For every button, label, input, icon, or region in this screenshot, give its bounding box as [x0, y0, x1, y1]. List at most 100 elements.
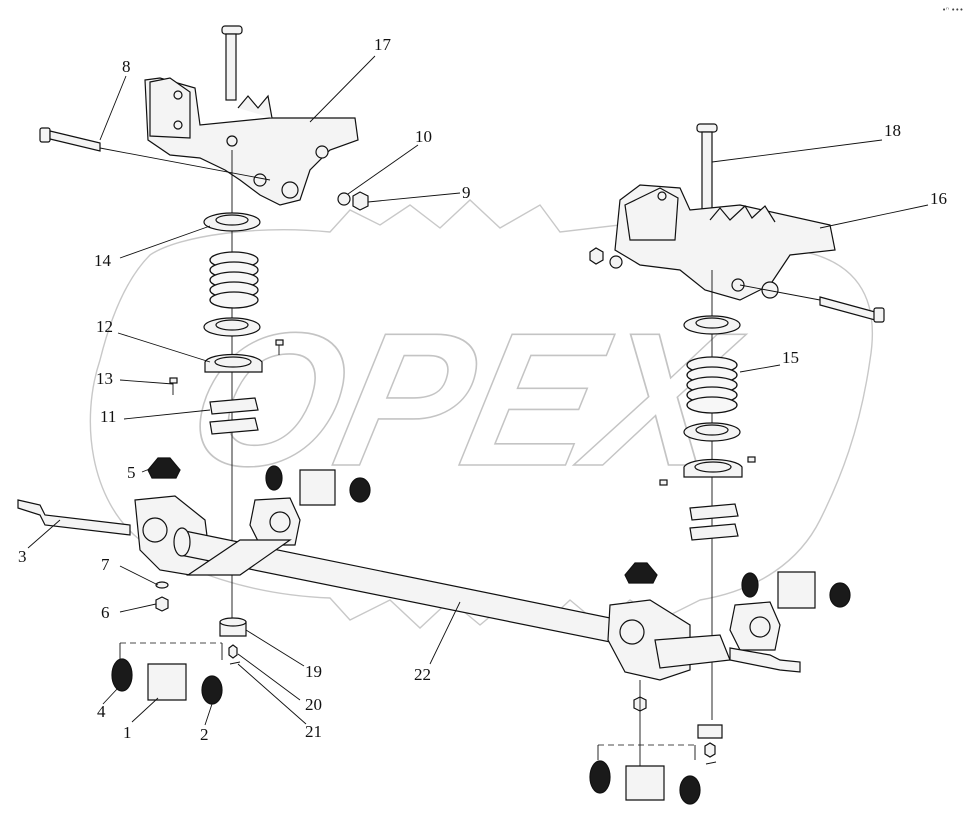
left-bracket-hole-3 — [226, 135, 238, 147]
left-nut — [352, 191, 369, 211]
callout-8: 8 — [122, 57, 131, 76]
left-lower-nut — [155, 596, 169, 612]
left-bracket-hole-1 — [173, 90, 183, 100]
right-washer — [609, 255, 623, 269]
left-spring-pad-inner — [214, 356, 252, 368]
left-bump-stop — [147, 457, 181, 479]
right-cotter-pin — [705, 761, 717, 765]
left-plate-lower — [209, 417, 259, 435]
right-upper-bushing-cap-1 — [741, 572, 759, 598]
right-bracket-plate — [624, 187, 679, 241]
callout-20: 20 — [305, 695, 322, 714]
left-upper-seat-inner — [215, 214, 249, 226]
callout-5: 5 — [127, 463, 136, 482]
callout-13: 13 — [96, 369, 113, 388]
left-plate-upper — [209, 397, 259, 415]
right-lower-seat-inner — [695, 424, 729, 436]
callout-6: 6 — [101, 603, 110, 622]
left-bolt-axis — [99, 147, 271, 181]
cross-beam-end-left — [173, 527, 191, 557]
right-nut — [589, 247, 604, 265]
left-cotter-pin — [229, 661, 241, 665]
right-plate-lower — [689, 523, 739, 541]
left-upper-bushing — [299, 469, 336, 506]
corner-mark: •ⁿ ••• — [942, 6, 964, 14]
right-upper-seat-inner — [695, 317, 729, 329]
callout-3: 3 — [18, 547, 27, 566]
left-coil-spring — [209, 251, 259, 309]
left-bracket-hole-6 — [315, 145, 329, 159]
left-washer — [337, 192, 351, 206]
right-top-pin-head — [696, 123, 718, 133]
right-bottom-bushing-cap-2 — [679, 775, 701, 805]
left-screw-left-head — [169, 377, 178, 384]
callout-10: 10 — [415, 127, 432, 146]
right-castle-nut — [704, 742, 716, 758]
left-long-bolt-shaft — [49, 130, 101, 152]
callout-7: 7 — [101, 555, 110, 574]
right-upper-bushing-cap-2 — [829, 582, 851, 608]
callout-16: 16 — [930, 189, 947, 208]
callout-2: 2 — [200, 725, 209, 744]
left-bracket-hole-2 — [173, 120, 183, 130]
callout-21: 21 — [305, 722, 322, 741]
callout-19: 19 — [305, 662, 322, 681]
callout-9: 9 — [462, 183, 471, 202]
callout-22: 22 — [414, 665, 431, 684]
left-castle-nut — [228, 644, 238, 659]
left-bracket-hole-5 — [281, 181, 299, 199]
left-bottom-bushing — [147, 663, 187, 701]
left-arm-socket-eye — [269, 511, 291, 533]
leader-lines — [27, 55, 929, 726]
cross-beam — [173, 527, 626, 646]
right-screw-left-head — [659, 479, 668, 486]
callout-18: 18 — [884, 121, 901, 140]
right-bottom-bushing-cap-1 — [589, 760, 611, 794]
right-bump-stop — [624, 562, 658, 584]
right-spindle-pin — [729, 647, 801, 673]
right-bracket-hole-2 — [731, 278, 745, 292]
right-coil-spring — [686, 356, 738, 414]
watermark-text: OPEX — [173, 293, 756, 506]
right-top-pin-shaft — [701, 131, 713, 213]
left-lower-washer — [155, 581, 169, 589]
left-lower-seat-inner — [215, 319, 249, 331]
left-bottom-bushing-cap-2 — [201, 675, 223, 705]
left-long-bolt-head — [39, 127, 51, 143]
left-top-pin-head — [221, 25, 243, 35]
right-bolt-axis — [739, 284, 821, 301]
right-bottom-bushing — [625, 765, 665, 801]
callout-17: 17 — [374, 35, 392, 54]
right-bracket-hole-1 — [657, 191, 667, 201]
right-bracket-teeth — [709, 205, 776, 223]
callout-15: 15 — [782, 348, 799, 367]
left-knuckle-eye — [142, 517, 168, 543]
right-plate-upper — [689, 503, 739, 521]
right-upper-bushing — [777, 571, 816, 609]
callout-labels: 8 17 10 9 14 12 13 11 5 3 7 6 4 1 2 19 2… — [18, 35, 947, 744]
callout-12: 12 — [96, 317, 113, 336]
right-knuckle-eye — [619, 619, 645, 645]
right-arm-plate — [654, 634, 731, 669]
right-bracket-hole-3 — [761, 281, 779, 299]
callout-11: 11 — [100, 407, 116, 426]
right-arm-socket-eye — [749, 616, 771, 638]
left-bracket — [144, 77, 359, 206]
right-cap-nut — [697, 724, 723, 739]
right-long-bolt-head — [873, 307, 885, 323]
callout-4: 4 — [97, 702, 106, 721]
left-bracket-hole-4 — [253, 173, 267, 187]
left-bracket-teeth — [237, 94, 273, 119]
cross-beam-bracket-left — [186, 539, 292, 576]
right-screw-right-head — [747, 456, 756, 463]
right-spring-pad-inner — [694, 461, 732, 473]
left-top-pin-shaft — [225, 33, 237, 101]
left-cap-nut-top — [219, 617, 247, 627]
left-spindle-pin — [17, 499, 131, 536]
right-suspension-assembly — [589, 123, 885, 805]
callout-1: 1 — [123, 723, 132, 742]
left-bottom-bushing-cap-1 — [111, 658, 133, 692]
callout-14: 14 — [94, 251, 112, 270]
left-screw-right-head — [275, 339, 284, 346]
